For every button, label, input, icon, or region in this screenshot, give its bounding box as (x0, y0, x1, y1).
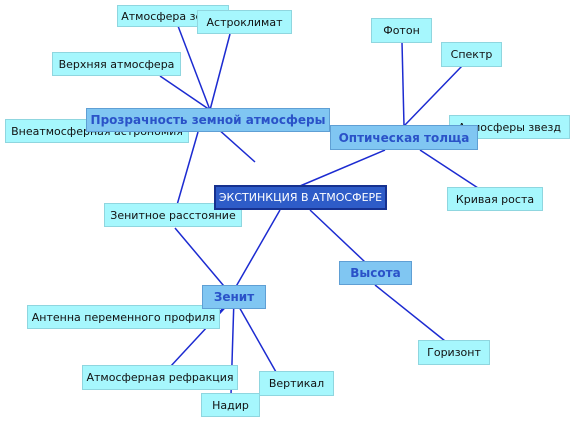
edge-root-optical-depth (299, 149, 386, 187)
edge-transparency-upper-atmosphere (159, 75, 211, 111)
edge-root-altitude (309, 209, 366, 263)
node-spectrum[interactable]: Спектр (441, 42, 502, 67)
edge-root-zenith (233, 209, 281, 291)
node-antenna[interactable]: Антенна переменного профиля (27, 305, 220, 329)
node-zenith-distance[interactable]: Зенитное расстояние (104, 203, 242, 227)
node-growth-curve[interactable]: Кривая роста (447, 187, 543, 211)
node-astroclimate[interactable]: Астроклимат (197, 10, 292, 34)
edge-zenith-vertical (233, 297, 277, 373)
edge-optical-spectrum (403, 65, 463, 127)
edge-transparency-astroclimate (209, 33, 231, 111)
node-nadir[interactable]: Надир (201, 393, 260, 417)
edge-optical-photon (401, 41, 405, 127)
edge-transparency-earth-atmosphere (177, 25, 211, 111)
node-root[interactable]: ЭКСТИНКЦИЯ В АТМОСФЕРЕ (214, 185, 387, 210)
edge-zenith-refraction (169, 297, 235, 368)
node-optical-depth[interactable]: Оптическая толща (330, 125, 478, 150)
edge-altitude-horizon (374, 284, 446, 342)
edge-optical-growth-curve (419, 149, 479, 189)
node-altitude[interactable]: Высота (339, 261, 412, 285)
node-zenith[interactable]: Зенит (202, 285, 266, 309)
node-vertical[interactable]: Вертикал (259, 371, 334, 396)
node-refraction[interactable]: Атмосферная рефракция (82, 365, 238, 390)
node-upper-atmosphere[interactable]: Верхняя атмосфера (52, 52, 181, 76)
node-transparency[interactable]: Прозрачность земной атмосферы (86, 108, 330, 132)
edge-transparency-zenith-distance (176, 131, 199, 206)
node-photon[interactable]: Фотон (371, 18, 432, 43)
node-horizon[interactable]: Горизонт (418, 340, 490, 365)
